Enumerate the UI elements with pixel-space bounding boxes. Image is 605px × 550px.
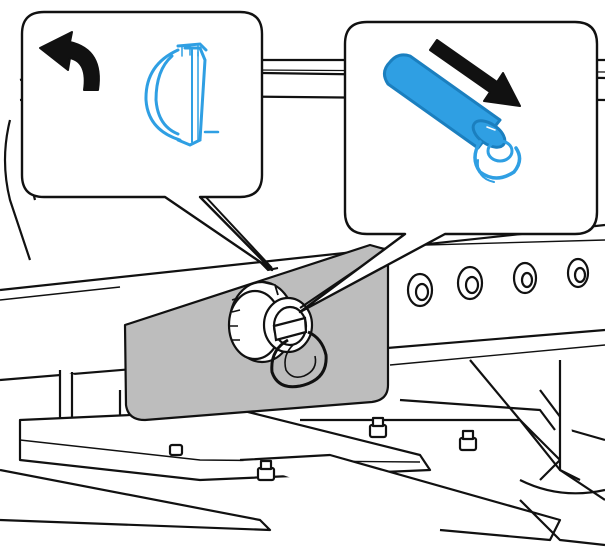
lynch-pin-clip-icon	[144, 42, 220, 147]
curved-arrow-icon	[39, 31, 100, 91]
straight-arrow-icon	[429, 39, 521, 107]
beam-holes	[406, 257, 590, 308]
callout-clip	[20, 10, 274, 272]
callout-pin	[298, 20, 599, 314]
callout-pin-bubble	[298, 20, 599, 314]
bolts	[168, 416, 478, 482]
hitch-pin-assembly[interactable]	[227, 280, 328, 389]
machine-frame	[0, 58, 605, 547]
hitch-pin-icon	[383, 53, 522, 183]
